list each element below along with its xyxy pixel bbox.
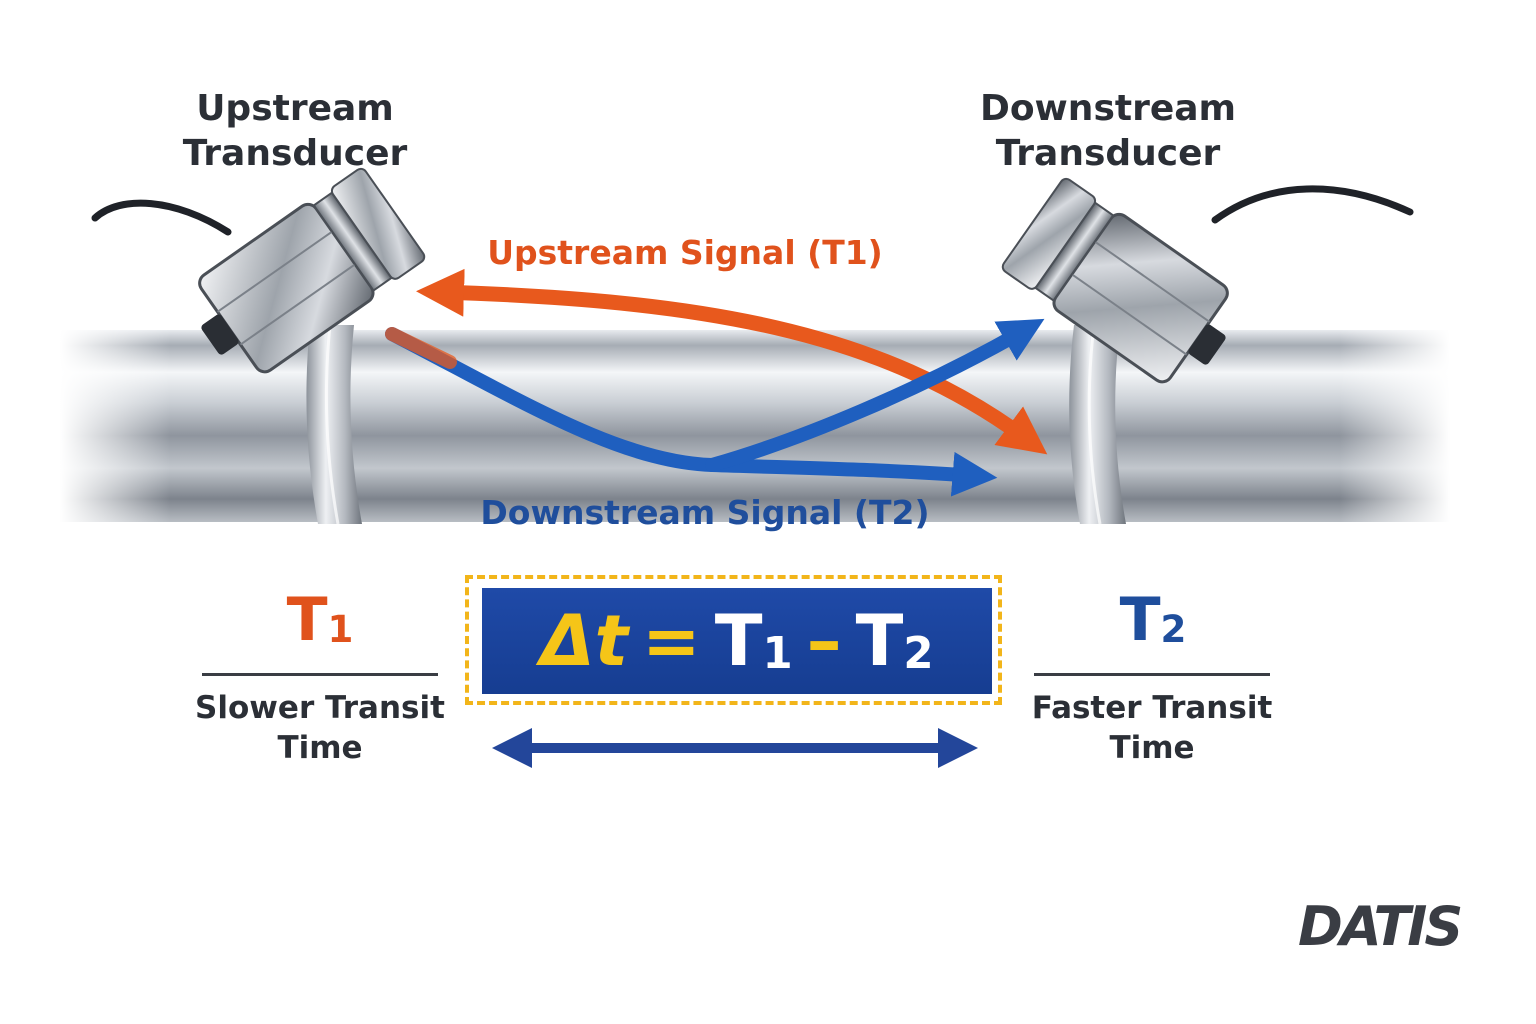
t1-caption-line1: Slower Transit <box>195 690 445 726</box>
upstream-transducer-label: Upstream Transducer <box>125 86 465 176</box>
upstream-signal-arrow <box>416 268 1048 455</box>
t2-caption-line2: Time <box>1109 730 1195 767</box>
formula-term-t2-sub: 2 <box>903 628 934 679</box>
downstream-transducer-label-line1: Downstream <box>979 88 1237 129</box>
t2-caption: Faster Transit Time <box>1002 688 1302 769</box>
downstream-signal-label: Downstream Signal (T2) <box>480 493 930 532</box>
formula-term-t1: T1 <box>715 600 793 682</box>
downstream-signal-arrow <box>385 318 1045 497</box>
downstream-transducer-label-line2: Transducer <box>995 133 1221 174</box>
t1-symbol: T1 <box>200 585 440 655</box>
downstream-transducer-label: Downstream Transducer <box>938 86 1278 176</box>
formula-term-t2: T2 <box>856 600 934 682</box>
formula-dashed-frame <box>465 575 1002 705</box>
formula-box: Δt = T1 – T2 <box>482 588 992 694</box>
t1-caption: Slower Transit Time <box>170 688 470 769</box>
upstream-transducer-label-line2: Transducer <box>182 133 408 174</box>
t2-divider <box>1034 673 1270 676</box>
formula-term-t2-letter: T <box>855 600 904 682</box>
upstream-cable <box>91 199 232 236</box>
t2-symbol: T2 <box>1033 585 1273 655</box>
formula-delta-t: Δt <box>540 600 629 682</box>
t2-letter: T <box>1119 585 1161 655</box>
downstream-transducer-icon <box>1001 177 1229 384</box>
brand-logo: DATIS <box>1298 895 1463 958</box>
t2-subscript: 2 <box>1160 606 1187 651</box>
upstream-signal-label: Upstream Signal (T1) <box>487 233 883 272</box>
upstream-transducer-label-line1: Upstream <box>196 88 394 129</box>
upstream-transducer-icon <box>198 167 426 374</box>
t2-caption-line1: Faster Transit <box>1031 690 1273 726</box>
formula-term-t1-sub: 1 <box>762 628 793 679</box>
t1-divider <box>202 673 438 676</box>
t1-letter: T <box>286 585 328 655</box>
formula-term-t1-letter: T <box>714 600 763 682</box>
downstream-clamp-band <box>1069 324 1126 525</box>
downstream-cable <box>1211 185 1414 224</box>
formula-minus: – <box>806 600 842 682</box>
t1-subscript: 1 <box>327 606 354 651</box>
upstream-clamp-band <box>306 324 362 525</box>
t1-caption-line2: Time <box>277 730 363 767</box>
formula-equals: = <box>642 600 701 682</box>
